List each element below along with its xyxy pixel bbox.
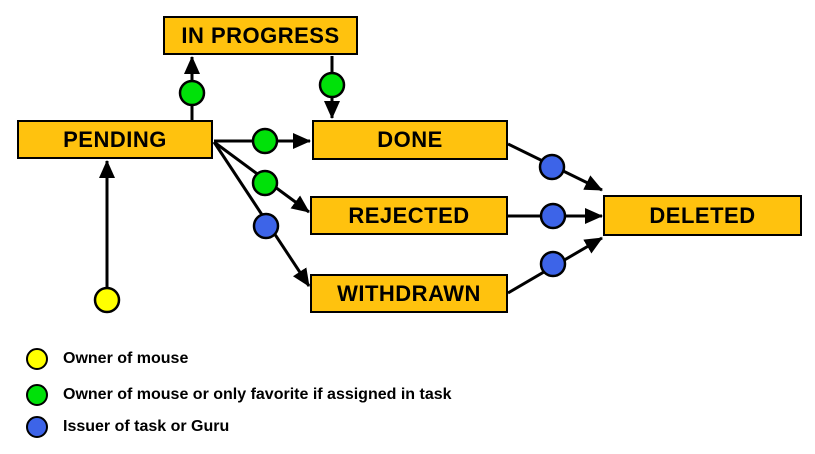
legend-item-issuer_or_guru: Issuer of task or Guru <box>26 416 452 438</box>
state-node-pending: PENDING <box>17 120 213 159</box>
legend-label: Owner of mouse or only favorite if assig… <box>63 386 452 403</box>
state-node-withdrawn: WITHDRAWN <box>310 274 508 313</box>
legend-item-owner: Owner of mouse <box>26 348 452 370</box>
legend-label: Issuer of task or Guru <box>63 418 230 435</box>
state-node-deleted: DELETED <box>603 195 802 236</box>
actor-dot-icon <box>26 384 48 406</box>
state-node-rejected: REJECTED <box>310 196 508 235</box>
actor-dot-issuer_or_guru <box>538 153 566 181</box>
legend: Owner of mouse Owner of mouse or only fa… <box>26 348 452 438</box>
actor-dot-owner_or_favorite <box>251 127 279 155</box>
legend-item-owner_or_favorite: Owner of mouse or only favorite if assig… <box>26 384 452 406</box>
actor-dot-owner_or_favorite <box>251 169 279 197</box>
actor-dot-issuer_or_guru <box>539 250 567 278</box>
actor-dot-icon <box>26 416 48 438</box>
actor-dot-issuer_or_guru <box>539 202 567 230</box>
legend-label: Owner of mouse <box>63 350 189 367</box>
actor-dot-owner_or_favorite <box>318 71 346 99</box>
actor-dot-owner_or_favorite <box>178 79 206 107</box>
state-node-in-progress: IN PROGRESS <box>163 16 358 55</box>
actor-dot-icon <box>26 348 48 370</box>
actor-dot-issuer_or_guru <box>252 212 280 240</box>
actor-dot-owner <box>93 286 121 314</box>
state-node-done: DONE <box>312 120 508 160</box>
